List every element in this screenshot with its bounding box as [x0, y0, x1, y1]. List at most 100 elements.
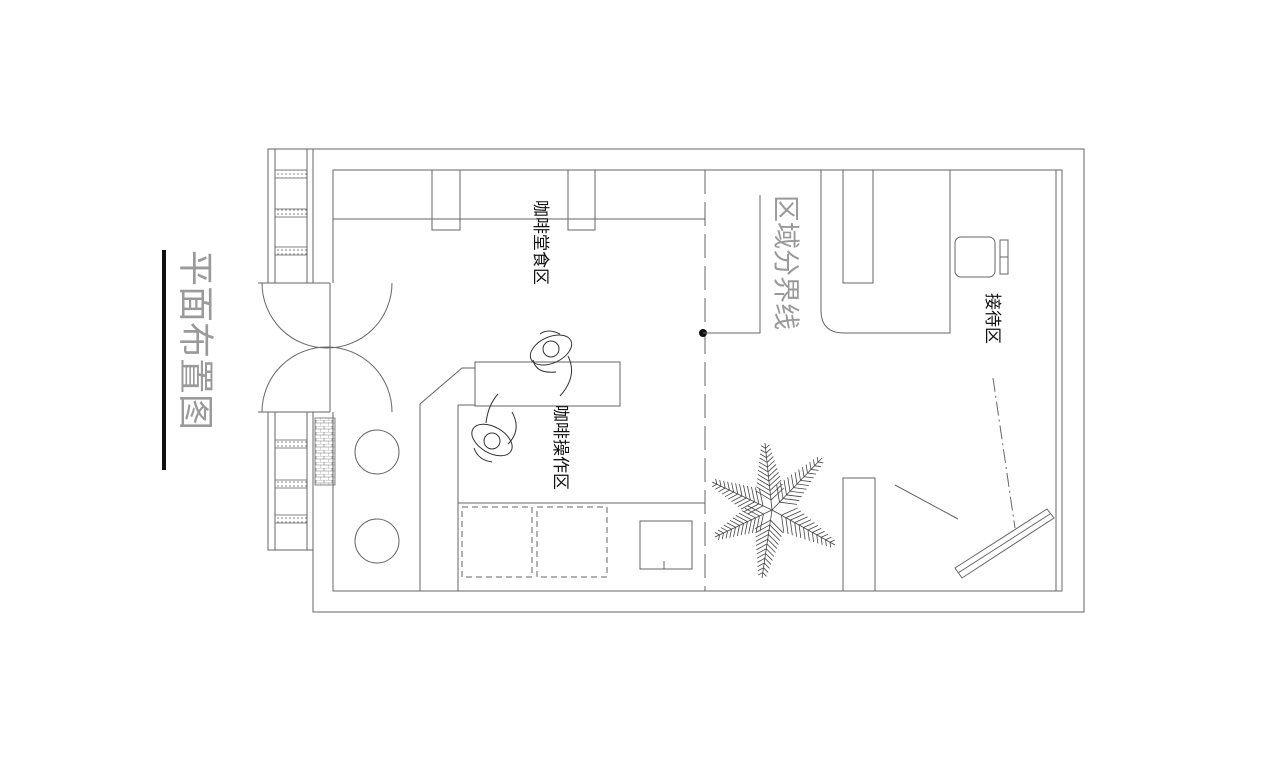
zone-label-dining: 咖啡堂食区 [530, 200, 550, 285]
palm-leaflet [759, 453, 767, 459]
palm-leaflet [763, 567, 769, 573]
palm-leaflet [747, 505, 764, 515]
palm-leaflet [820, 537, 823, 545]
palm-leaflet [757, 572, 763, 576]
window-hatch-band [274, 479, 308, 489]
palm-leaflet [812, 528, 822, 533]
reception-desk-inner [842, 169, 874, 284]
palm-leaflet [790, 474, 794, 488]
palm-leaflet [794, 516, 808, 523]
under-counter-appliance [536, 506, 608, 578]
palm-leaflet [765, 448, 772, 454]
palm-leaflet [829, 539, 835, 543]
palm-leaflet [764, 557, 772, 565]
palm-leaflet [756, 553, 766, 559]
stool-circle [354, 429, 400, 475]
palm-leaflet [751, 486, 755, 502]
leader-line [703, 195, 761, 334]
angled-sofa [954, 508, 1055, 579]
palm-leaflet [729, 519, 740, 526]
title-bar-line [162, 250, 166, 470]
palm-leaflet [737, 499, 751, 507]
palm-leaflet [744, 503, 759, 512]
palm-leaflet [816, 456, 819, 463]
palm-leaflet [766, 452, 773, 459]
palm-leaflet [769, 479, 782, 491]
palm-leaflet [811, 532, 815, 543]
dining-counter [333, 169, 705, 231]
palm-leaflet [760, 449, 767, 454]
palm-leaflet [755, 534, 769, 542]
palm-leaflet [803, 522, 815, 528]
angled-sofa-inner-line [957, 513, 1051, 574]
palm-leaflet [747, 485, 751, 501]
palm-leaflet [807, 472, 817, 475]
palm-leaflet [757, 562, 765, 567]
palm-leaflet [729, 529, 732, 538]
palm-leaflet [829, 542, 832, 548]
palm-leaflet [814, 465, 821, 467]
palm-leaflet [767, 460, 775, 468]
palm-leaflet [738, 512, 752, 521]
walls [312, 148, 1085, 613]
palm-leaflet [727, 481, 730, 491]
palm-leaflet [758, 461, 768, 468]
palm-leaflet [759, 513, 764, 532]
palm-leaflet [734, 497, 747, 505]
palm-leaflet [779, 501, 798, 505]
palm-leaflet [805, 464, 808, 474]
person-figure-barista-2 [471, 393, 517, 463]
palm-leaflet [817, 461, 824, 464]
palm-leaflet [769, 524, 782, 537]
counter-post [567, 169, 596, 231]
zone-boundary [699, 170, 761, 591]
palm-leaflet [718, 487, 726, 493]
palm-leaflet [757, 478, 770, 487]
palm-leaflet [759, 457, 768, 463]
palm-leaflet [721, 489, 730, 495]
palm-leaflet [825, 539, 827, 547]
palm-plant [711, 442, 836, 579]
palm-leaflet [725, 530, 728, 539]
palm-leaflet [743, 485, 747, 499]
palm-leaflet [783, 479, 787, 495]
palm-leaflet [789, 520, 793, 536]
palm-leaflet [756, 548, 767, 555]
coffee-bar [419, 361, 705, 591]
window-hatch-band [274, 246, 308, 256]
palm-leaflet [728, 493, 738, 500]
entrance-double-door [258, 282, 393, 413]
palm-leaflet [755, 538, 768, 546]
palm-leaflet [717, 529, 724, 534]
side-cabinet [842, 477, 876, 592]
under-counter-appliance [461, 506, 533, 578]
palm-leaflet [755, 515, 760, 533]
palm-leaflet [770, 519, 784, 533]
palm-leaflet [735, 483, 739, 495]
palm-leaflet [796, 483, 809, 486]
dash-dot-guide-line [992, 377, 1016, 529]
person-head [483, 432, 501, 450]
person-shoulders [471, 423, 513, 457]
person-figure-barista-1 [529, 330, 573, 397]
zone-label-operation: 咖啡操作区 [550, 405, 570, 490]
palm-leaflet [755, 487, 760, 504]
palm-leaflet [731, 482, 734, 493]
palm-leaflet [726, 522, 736, 528]
guide-line [894, 484, 959, 520]
bar-counter-outline [419, 367, 475, 591]
palm-leaflet [715, 485, 722, 490]
sink [639, 520, 693, 570]
palm-leaflet [813, 459, 815, 466]
window-hatch-band [274, 208, 308, 218]
palm-leaflet [758, 465, 769, 473]
palm-leaflet [786, 494, 802, 498]
inner-wall-line [332, 169, 1063, 592]
palm-leaflet [769, 475, 781, 487]
palm-leaflet [718, 534, 720, 541]
palm-leaflet [766, 543, 776, 553]
palm-leaflet [768, 468, 778, 477]
palm-leaflet [825, 536, 832, 541]
stool-circle [354, 518, 400, 564]
